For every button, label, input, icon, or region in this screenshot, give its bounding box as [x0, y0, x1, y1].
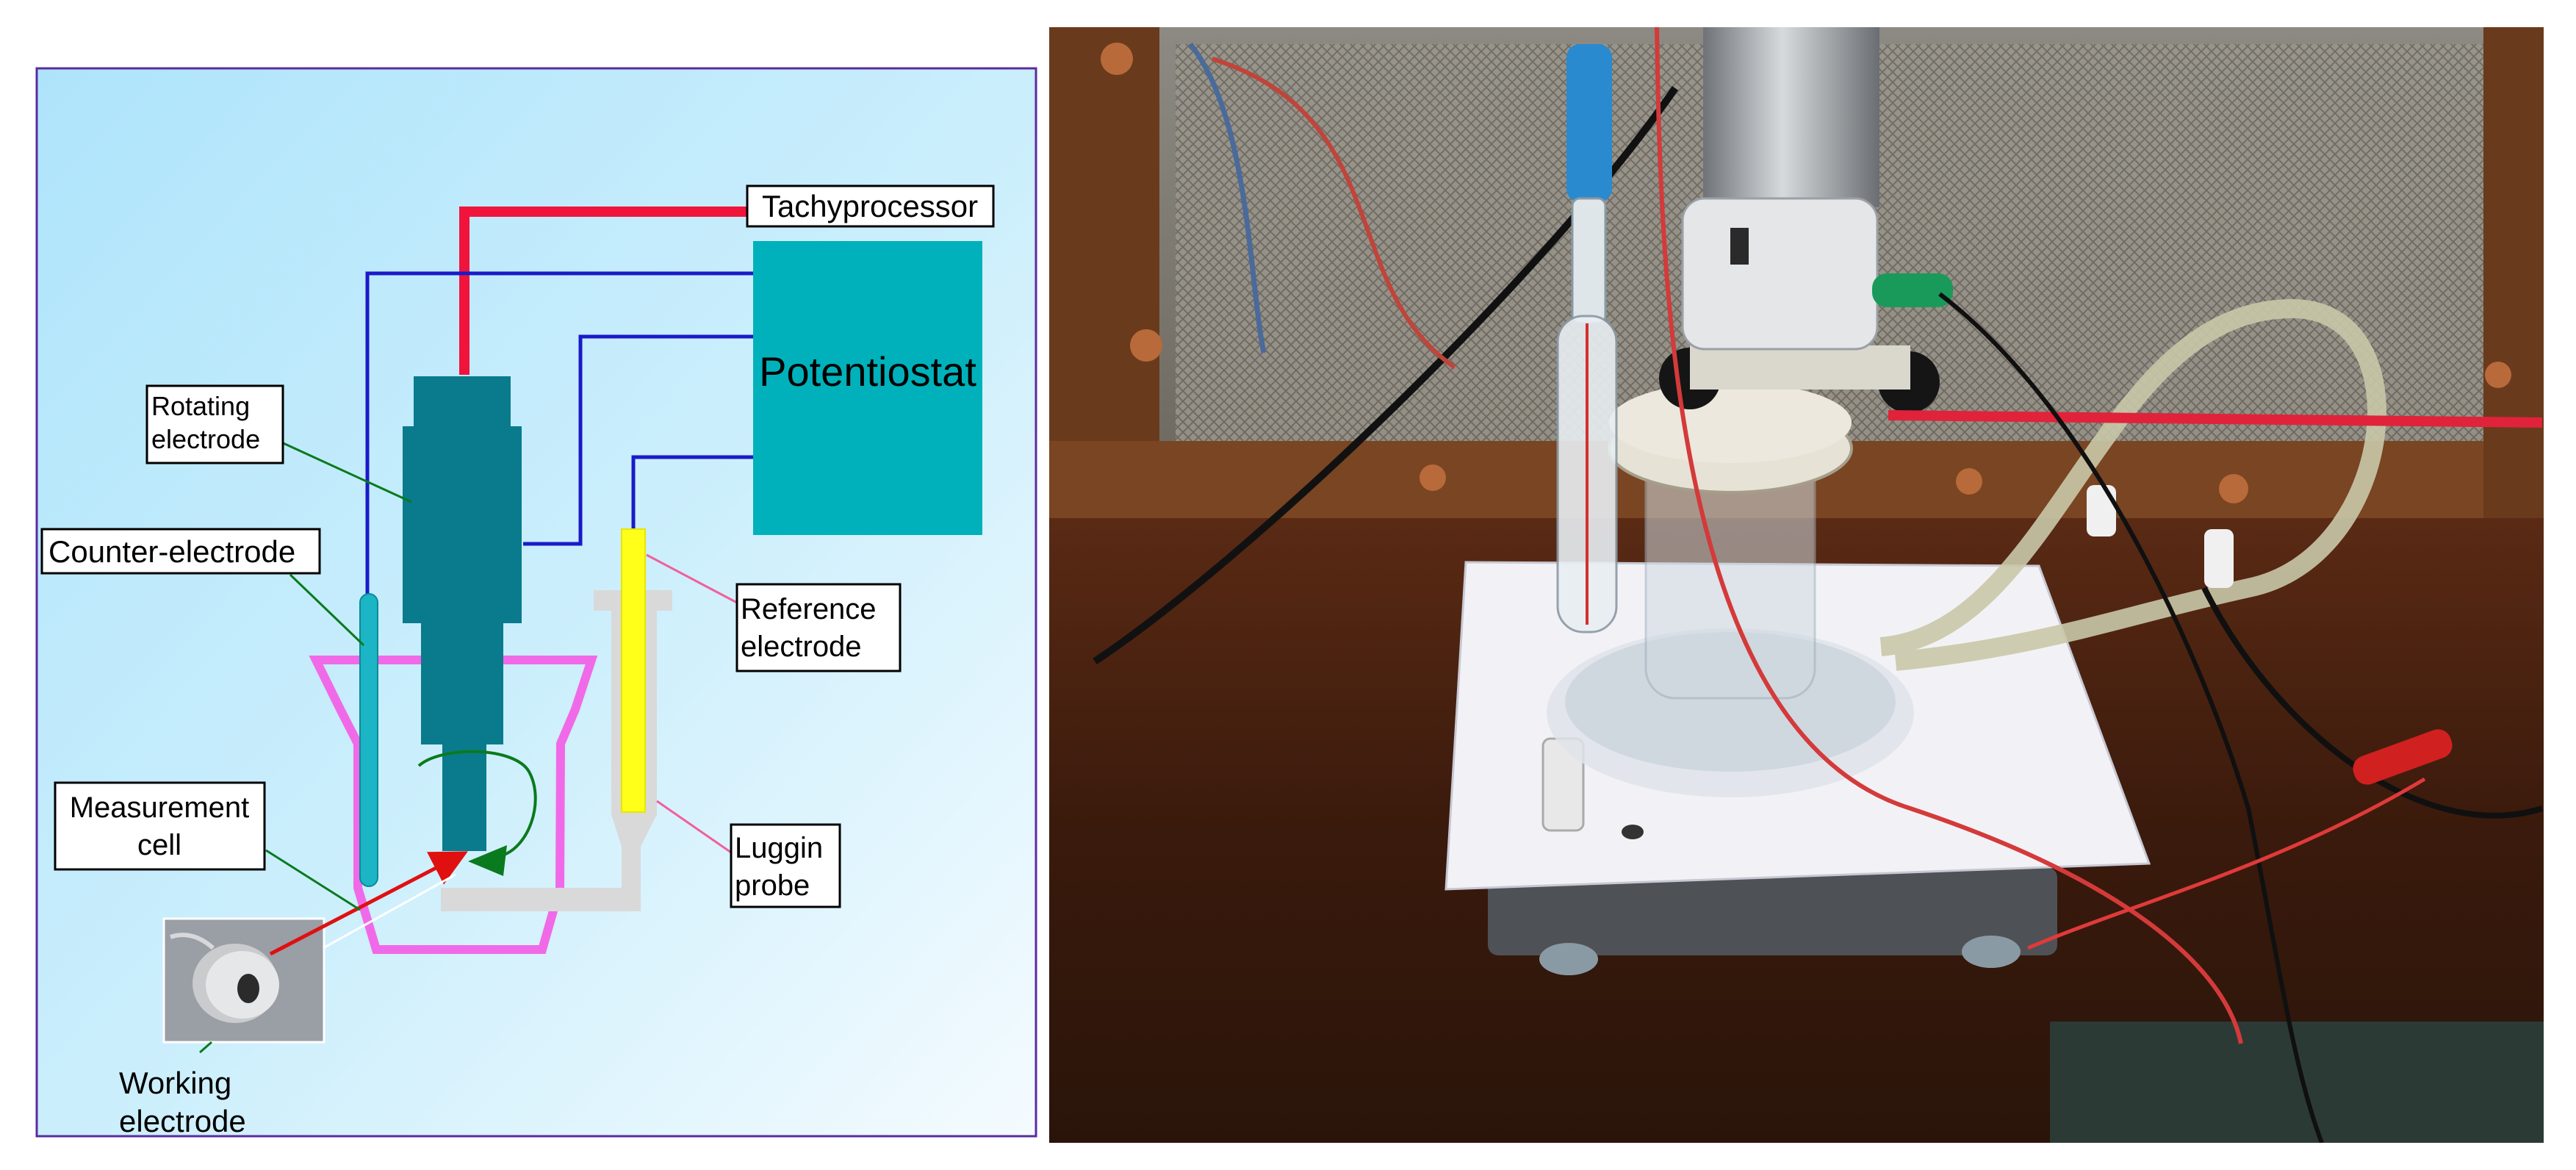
reference-electrode — [621, 528, 646, 813]
reference-label-box — [735, 583, 902, 672]
tachyprocessor-cable — [459, 207, 749, 375]
reference-electrode-wire — [631, 455, 753, 529]
counter-leader — [289, 573, 365, 647]
measurement-label-line2: cell — [137, 829, 181, 861]
sample-arrow-shadow — [323, 873, 456, 950]
reference-label-line2: electrode — [741, 631, 862, 663]
reference-leader — [646, 553, 738, 604]
apparatus-photo — [1049, 27, 2544, 1143]
rotation-arrow — [417, 750, 537, 858]
luggin-label-line1: Luggin — [735, 832, 823, 864]
working-leader — [199, 1041, 212, 1054]
tachyprocessor-label: Tachyprocessor — [762, 189, 978, 223]
working-label-line2: electrode — [119, 1104, 246, 1138]
rotating-label-line1: Rotating — [151, 391, 250, 421]
luggin-label-line2: probe — [735, 869, 810, 902]
rotating-label-box — [145, 384, 284, 464]
cable-black-front — [1938, 292, 2324, 1143]
hotplate-base — [1488, 867, 2057, 955]
counter-label-box — [40, 528, 321, 575]
cable-red-front — [1888, 410, 2543, 428]
counter-electrode-wire — [365, 271, 753, 594]
working-label-line1: Working — [119, 1066, 231, 1100]
measurement-cell-outline — [309, 656, 598, 954]
rotation-arrowhead — [468, 845, 507, 876]
floor-mat — [2050, 1022, 2544, 1143]
cable-blue-back — [1188, 42, 1267, 353]
reference-probe-cap — [1566, 44, 1612, 202]
measurement-label-line1: Measurement — [70, 792, 250, 824]
reference-label-line1: Reference — [741, 593, 877, 625]
counter-electrode — [359, 593, 378, 887]
rotating-label-line2: electrode — [151, 424, 260, 454]
measurement-leader — [265, 849, 361, 911]
cable-red-bottom — [2027, 777, 2426, 950]
frame-right — [2483, 27, 2544, 527]
rotating-electrode — [403, 376, 522, 851]
cable-red-long — [1655, 27, 2243, 1044]
potentiostat-box — [753, 241, 982, 535]
frame-bolts — [1101, 43, 2511, 503]
cable-red-back — [1212, 57, 1456, 370]
potentiostat-label: Potentiostat — [759, 348, 976, 395]
luggin-label-box — [730, 823, 841, 908]
rotating-leader — [270, 436, 412, 503]
tachyprocessor-label-box — [746, 184, 995, 228]
schematic-panel: Potentiostat Tachyprocessor — [35, 67, 1037, 1138]
measurement-label-box — [54, 781, 266, 871]
working-electrode-wire — [523, 334, 753, 546]
rotator-rod — [1703, 27, 1879, 207]
tubing-loop — [1879, 298, 2386, 671]
sample-arrow — [269, 851, 468, 956]
rotator-holder — [1681, 197, 1879, 351]
luggin-leader — [656, 800, 734, 855]
counter-label: Counter-electrode — [48, 534, 295, 569]
